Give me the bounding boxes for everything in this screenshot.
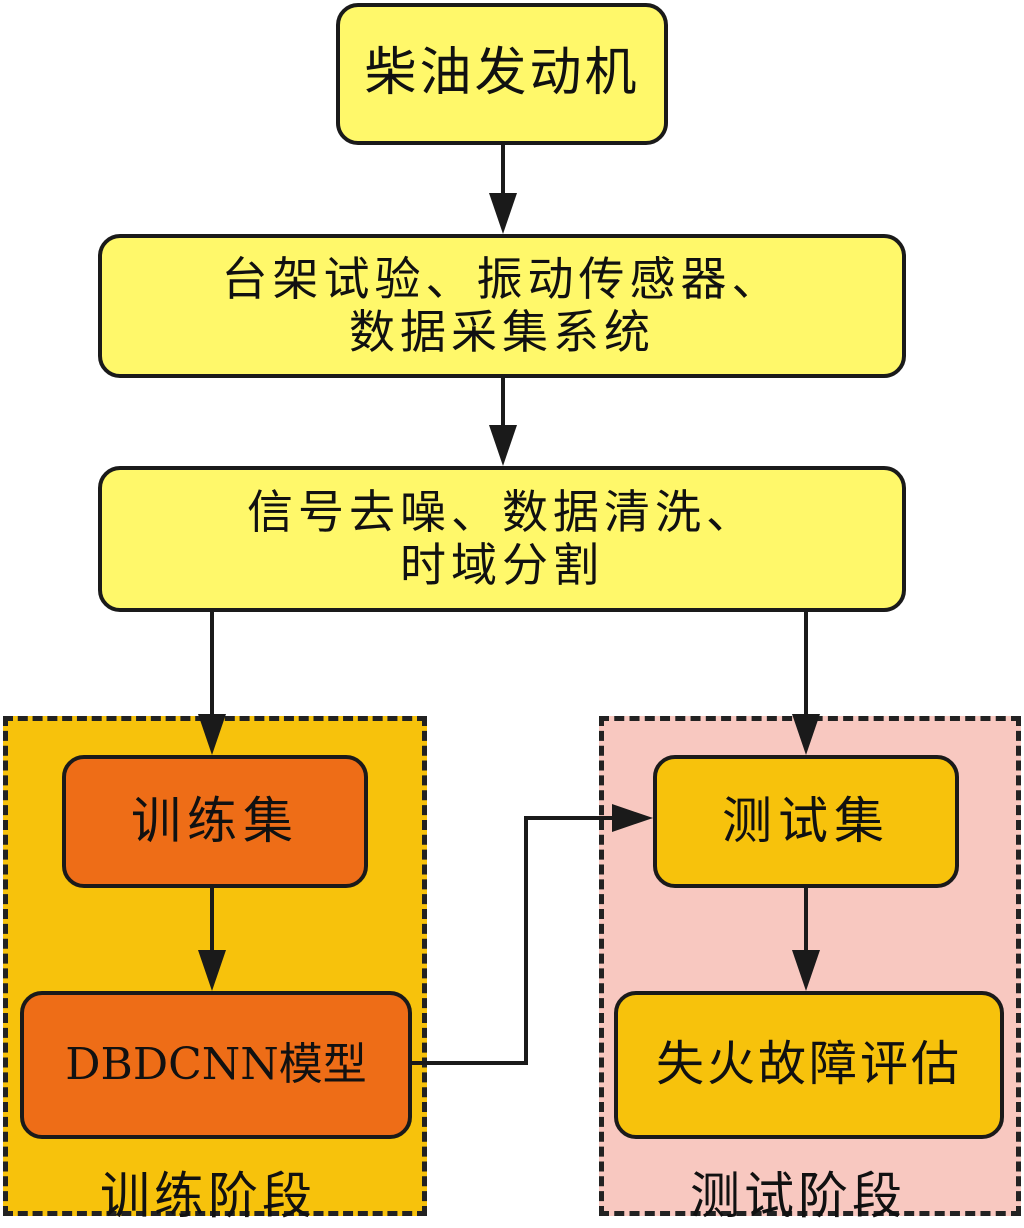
- diesel-engine-label: 柴油发动机: [364, 43, 640, 104]
- testing-stage-label: 测试阶段: [690, 1167, 906, 1225]
- data-acquisition-node: 台架试验、振动传感器、 数据采集系统: [98, 234, 906, 378]
- test-set-label: 测试集: [722, 791, 890, 850]
- training-set-node: 训练集: [62, 755, 368, 888]
- diesel-engine-node: 柴油发动机: [336, 3, 668, 145]
- training-set-label: 训练集: [131, 791, 299, 850]
- test-set-node: 测试集: [653, 755, 959, 888]
- arrowhead-engine-to-acquisition: [489, 193, 517, 234]
- data-acquisition-label-line2: 数据采集系统: [349, 305, 655, 359]
- preprocessing-node: 信号去噪、数据清洗、 时域分割: [98, 466, 906, 612]
- misfire-evaluation-node: 失火故障评估: [614, 991, 1004, 1139]
- dbdcnn-model-node: DBDCNN模型: [20, 991, 412, 1139]
- training-stage-label: 训练阶段: [100, 1167, 316, 1225]
- dbdcnn-model-label: DBDCNN模型: [65, 1038, 367, 1090]
- arrow-model-to-test-set: [412, 816, 612, 1065]
- arrowhead-acquisition-to-preprocessing: [489, 425, 517, 466]
- preprocessing-label-line1: 信号去噪、数据清洗、: [247, 485, 757, 540]
- preprocessing-label-line2: 时域分割: [400, 538, 604, 592]
- data-acquisition-label-line1: 台架试验、振动传感器、: [221, 252, 783, 307]
- misfire-evaluation-label: 失火故障评估: [655, 1036, 962, 1093]
